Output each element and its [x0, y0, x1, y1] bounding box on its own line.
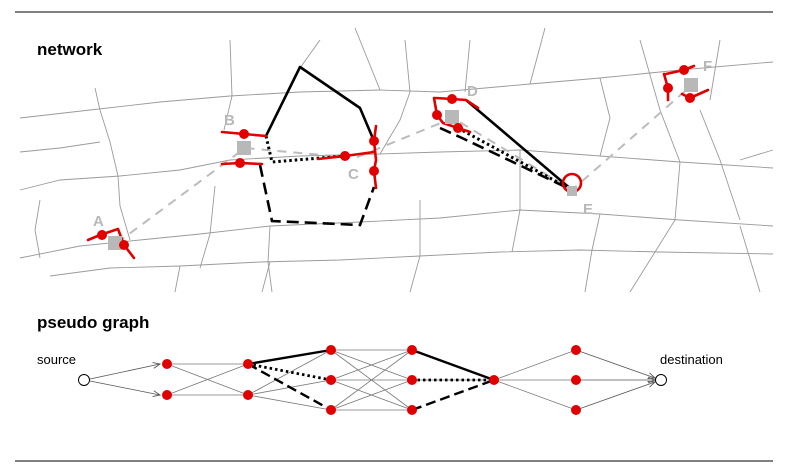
gps-point-d: [445, 110, 459, 124]
destination-node: [655, 374, 667, 386]
pseudo-graph-edges: [89, 349, 655, 411]
path-dashed-b-c: [258, 164, 376, 227]
path-dotted-d-e: [457, 126, 573, 192]
path-dashed-d-e: [439, 126, 573, 192]
path-solid-d-e: [465, 99, 573, 191]
source-label: source: [37, 352, 76, 367]
point-label-c: C: [348, 166, 359, 183]
candidate-segments: [86, 64, 710, 260]
network-heading: network: [37, 40, 103, 59]
pseudo-graph-highlighted-paths: [247, 348, 495, 412]
gps-point-b: [237, 141, 251, 155]
point-label-e: E: [583, 201, 593, 218]
road-network: [19, 27, 774, 293]
gps-point-f: [684, 78, 698, 92]
point-label-b: B: [224, 112, 235, 129]
point-label-f: F: [703, 58, 712, 75]
pseudo-graph-nodes: [78, 345, 667, 415]
candidate-points: [97, 65, 695, 250]
point-label-d: D: [467, 83, 478, 100]
point-label-a: A: [93, 213, 104, 230]
gps-point-e: [567, 186, 577, 196]
source-node: [78, 374, 90, 386]
point-labels: A B C D E F: [93, 58, 712, 230]
path-solid-b-c: [264, 65, 376, 142]
gps-points: [108, 78, 698, 250]
gps-point-a: [108, 236, 122, 250]
destination-label: destination: [660, 352, 723, 367]
pseudo-graph-heading: pseudo graph: [37, 313, 149, 332]
candidate-paths: [258, 65, 573, 227]
